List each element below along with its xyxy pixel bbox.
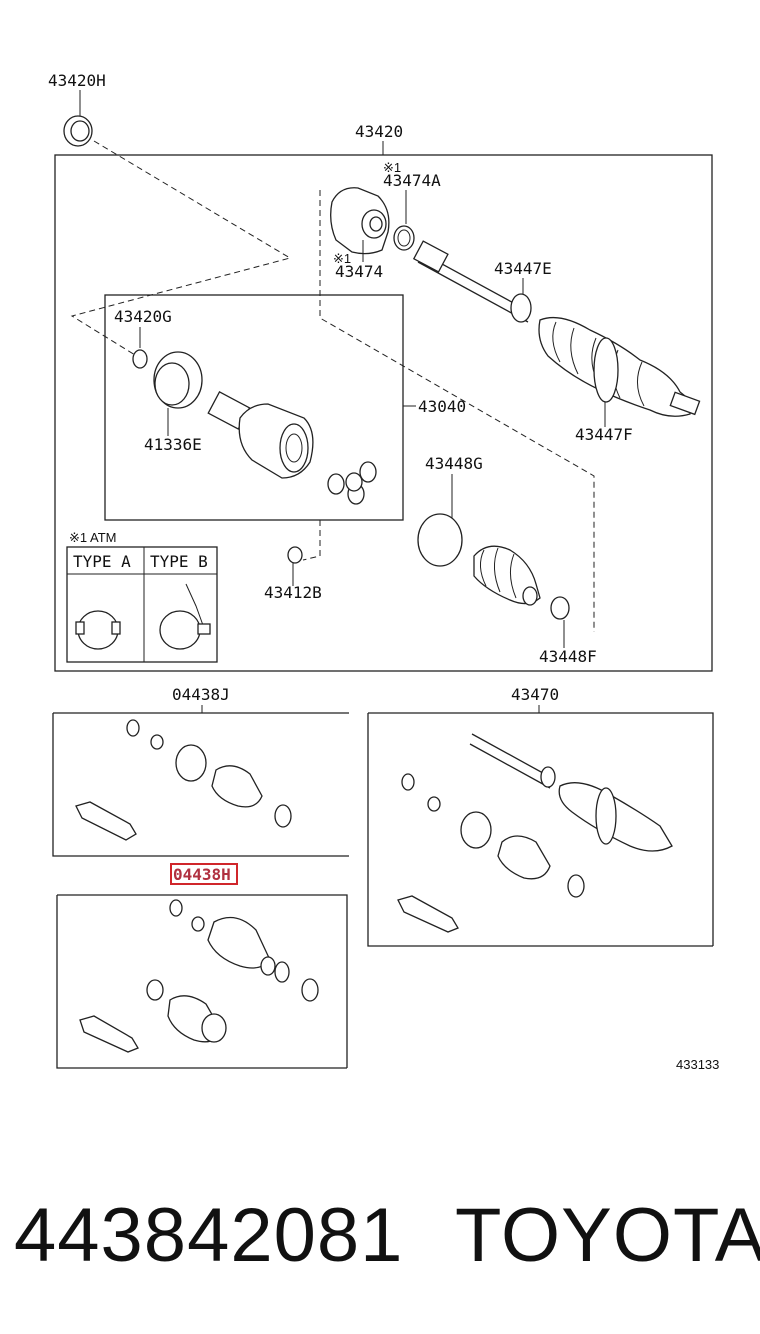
clamp-43447f [593, 337, 619, 403]
kit-43470-parts [397, 733, 673, 933]
snap-ring-43420g [132, 349, 148, 369]
drive-shaft [412, 240, 531, 323]
atm-type-table [66, 546, 218, 663]
kit-box-43470 [367, 712, 714, 947]
label-43447f[interactable]: 43447F [575, 425, 633, 444]
brand-name: TOYOTA [455, 1193, 760, 1278]
clamp-type-a [75, 610, 121, 650]
inboard-joint-housing [207, 391, 314, 479]
label-41336e[interactable]: 41336E [144, 435, 202, 454]
label-43040[interactable]: 43040 [418, 397, 466, 416]
kit-box-04438j [52, 712, 349, 857]
label-43474a[interactable]: 43474A [383, 171, 441, 190]
clamp-43447e [510, 293, 532, 323]
label-04438j[interactable]: 04438J [172, 685, 230, 704]
clamp-type-b [159, 583, 211, 650]
reference-number: 433133 [676, 1057, 719, 1072]
assembly-box-43420 [54, 154, 713, 672]
damper-43474 [330, 187, 390, 255]
snap-ring-43412b [287, 546, 303, 564]
subassembly-box-43040 [104, 294, 404, 521]
footer: 443842081 TOYOTA [0, 1180, 760, 1290]
label-43420[interactable]: 43420 [355, 122, 403, 141]
kit-box-04438h [56, 894, 348, 1069]
note-1-top: ※1 [383, 160, 401, 175]
label-43447e[interactable]: 43447E [494, 259, 552, 278]
ring-41336e [153, 351, 203, 409]
label-43448g[interactable]: 43448G [425, 454, 483, 473]
highlight-04438h [170, 863, 238, 885]
label-type-a: TYPE A [73, 552, 131, 571]
part-number: 443842081 [14, 1193, 404, 1278]
kit-04438h-parts [79, 899, 319, 1053]
label-04438h[interactable]: 04438H [173, 865, 231, 884]
label-43420h[interactable]: 43420H [48, 71, 106, 90]
kit-04438j-parts [75, 719, 292, 841]
label-43474[interactable]: 43474 [335, 262, 383, 281]
tripod-joint [327, 461, 377, 505]
parts-diagram: 43420H 43420 ※1 43474A ※1 43474 43447E [48, 71, 719, 1072]
seal-43420h [63, 115, 93, 147]
label-43412b[interactable]: 43412B [264, 583, 322, 602]
label-type-b: TYPE B [150, 552, 208, 571]
clamp-43448g [417, 513, 463, 567]
label-43448f[interactable]: 43448F [539, 647, 597, 666]
label-43470[interactable]: 43470 [511, 685, 559, 704]
note-1-bottom: ※1 [333, 251, 351, 266]
inboard-boot [473, 545, 541, 606]
label-atm: ※1 ATM [69, 530, 117, 545]
label-43420g[interactable]: 43420G [114, 307, 172, 326]
outboard-joint-boot [538, 316, 701, 417]
clamp-43474a [393, 225, 415, 251]
clamp-43448f [550, 596, 570, 620]
